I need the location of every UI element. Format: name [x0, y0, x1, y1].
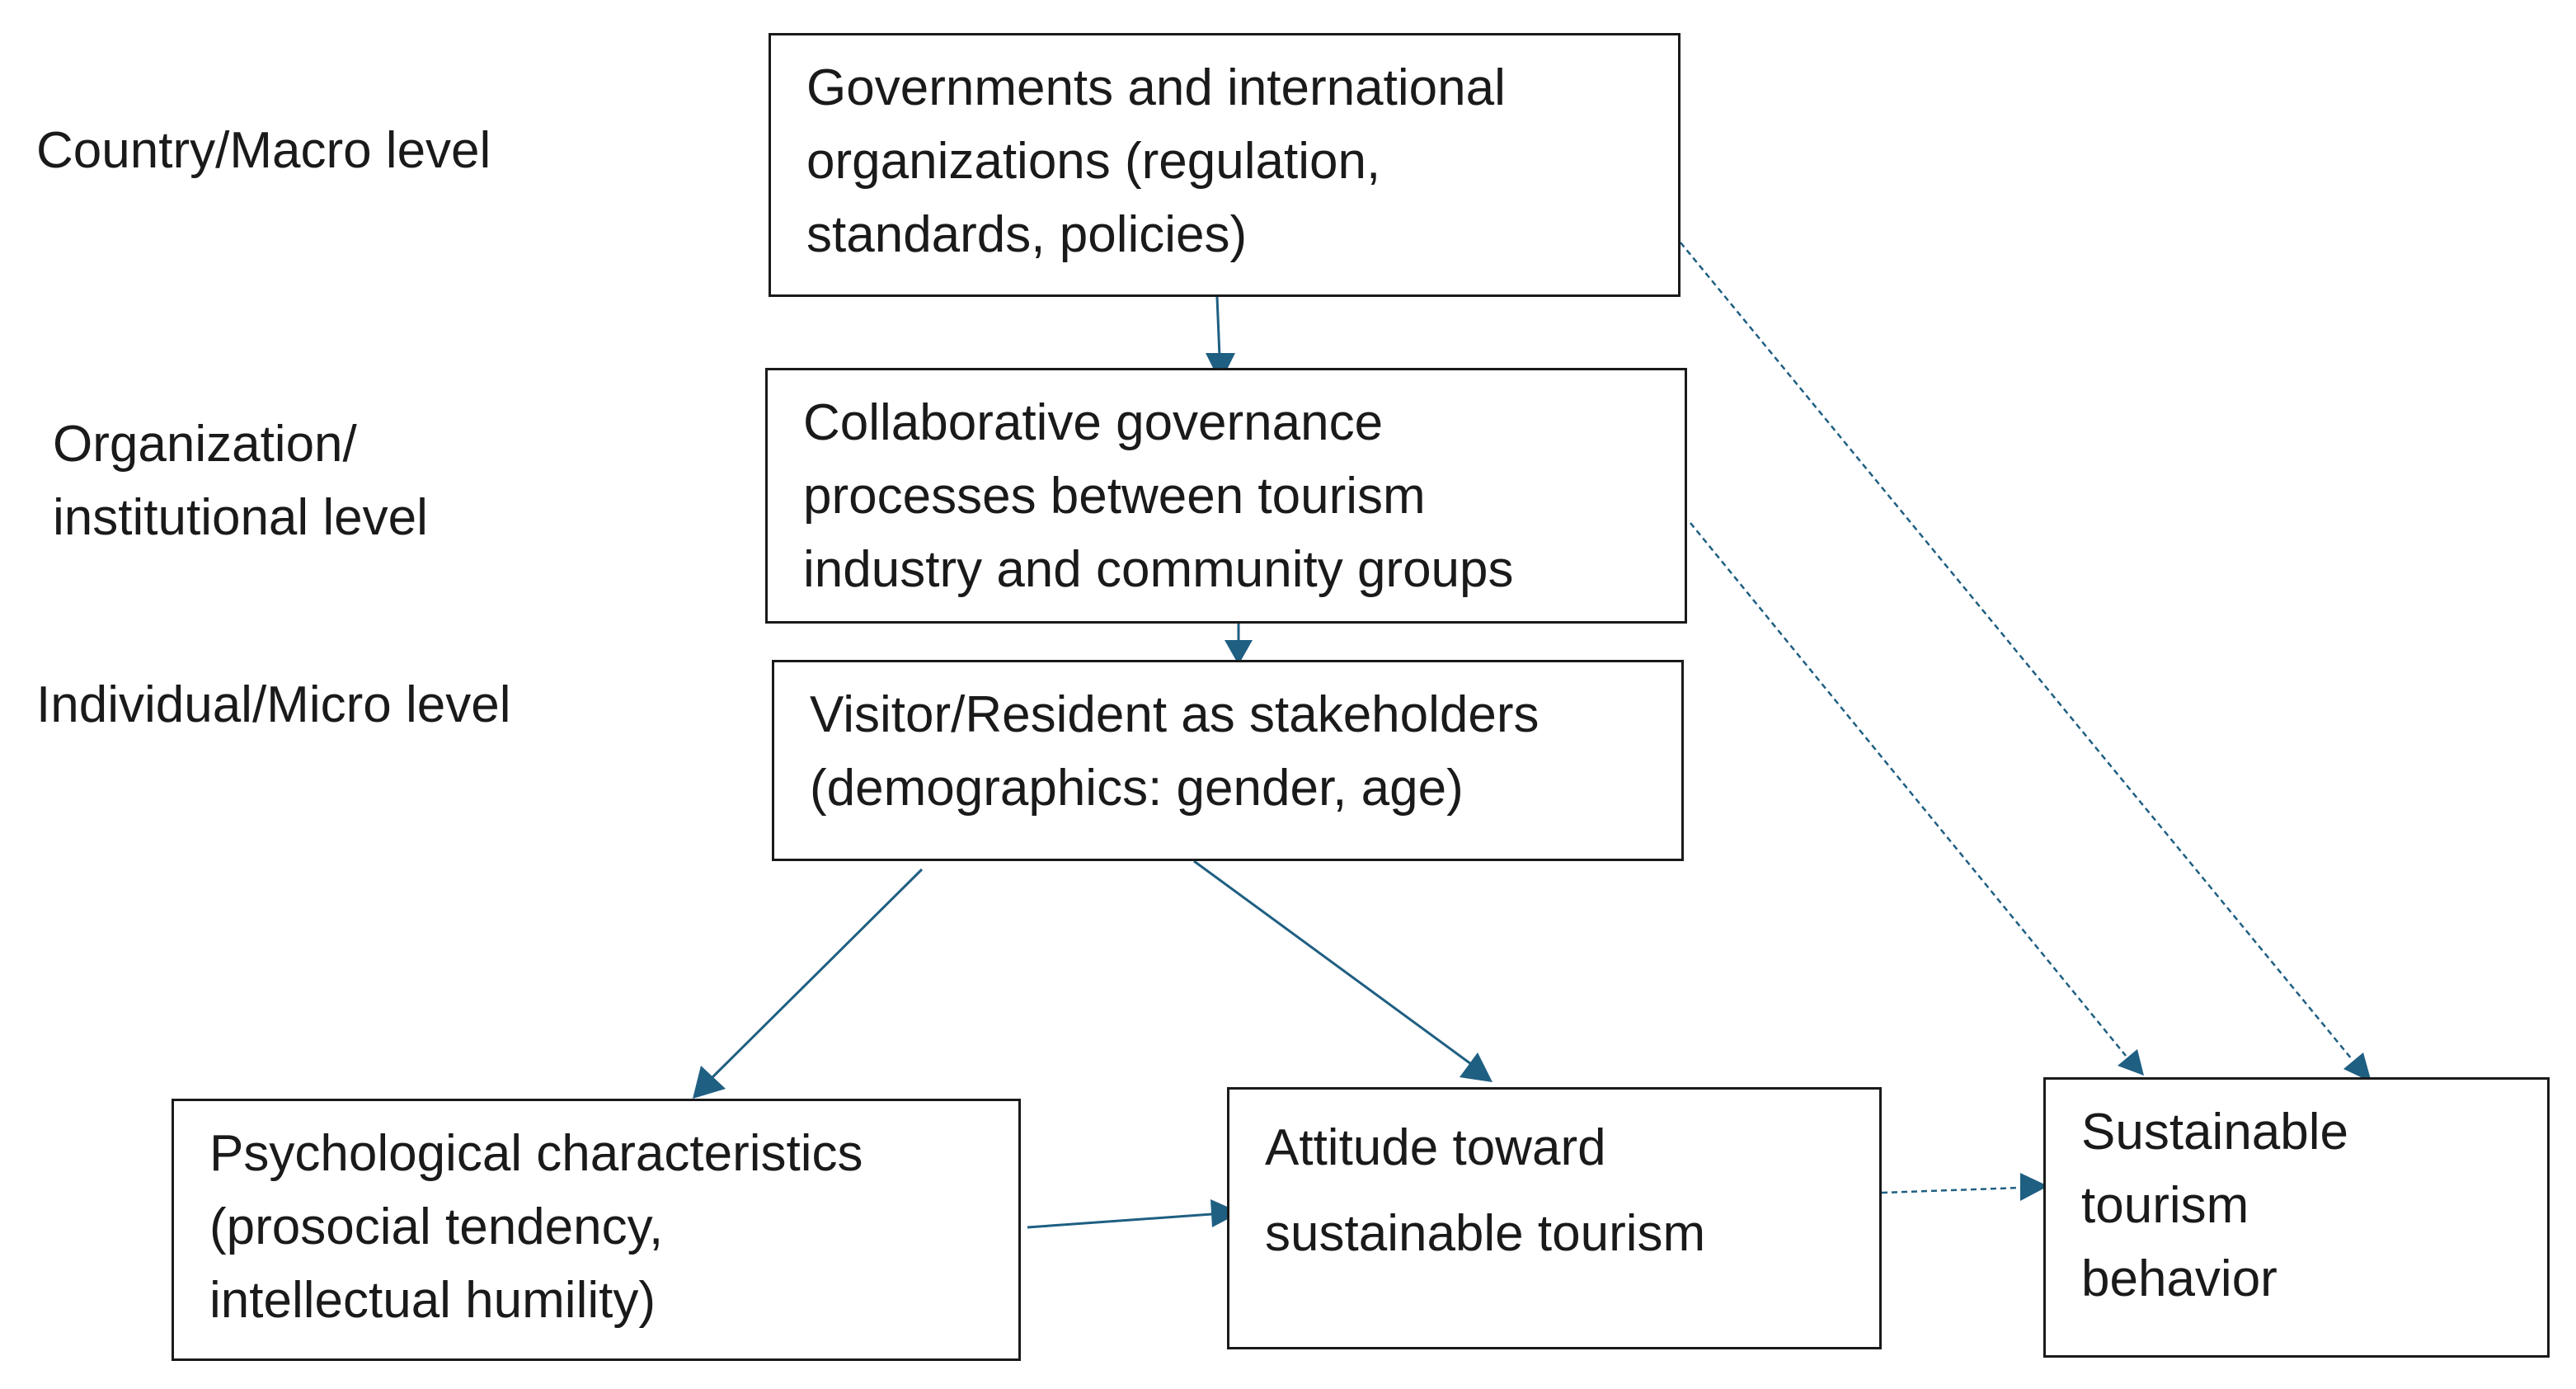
arrow-stakeholders-to-attitude: [1193, 859, 1492, 1082]
sustainable-behavior-box-text: Sustainable tourism behavior: [2081, 1104, 2349, 1307]
macro-level-label: Country/Macro level: [36, 122, 491, 179]
organization-level-label: Organization/ institutional level: [53, 416, 428, 546]
psychological-characteristics-box: [172, 1099, 1021, 1361]
attitude-box-text: Attitude toward sustainable tourism: [1265, 1119, 1706, 1262]
collaborative-governance-box-text: Collaborative governance processes betwe…: [803, 394, 1514, 598]
governments-box: [769, 33, 1681, 297]
stakeholders-box-text: Visitor/Resident as stakeholders (demogr…: [810, 686, 1539, 817]
psychological-characteristics-box-text: Psychological characteristics (prosocial…: [209, 1125, 863, 1329]
collaborative-governance-box: [765, 368, 1687, 624]
arrow-governments-to-behavior: [1680, 242, 2372, 1082]
arrow-collaborative-to-stakeholders: [1225, 624, 1253, 665]
arrow-psychological-to-attitude: [1027, 1199, 1240, 1229]
micro-level-label: Individual/Micro level: [36, 676, 511, 733]
stakeholders-box: [772, 660, 1684, 861]
governments-box-text: Governments and international organizati…: [806, 59, 1506, 263]
arrow-stakeholders-to-psychological: [693, 868, 924, 1099]
attitude-box: [1227, 1087, 1882, 1349]
arrow-attitude-to-behavior: [1881, 1173, 2048, 1201]
arrow-collaborative-to-behavior: [1690, 522, 2144, 1076]
sustainable-behavior-box: [2043, 1077, 2550, 1358]
